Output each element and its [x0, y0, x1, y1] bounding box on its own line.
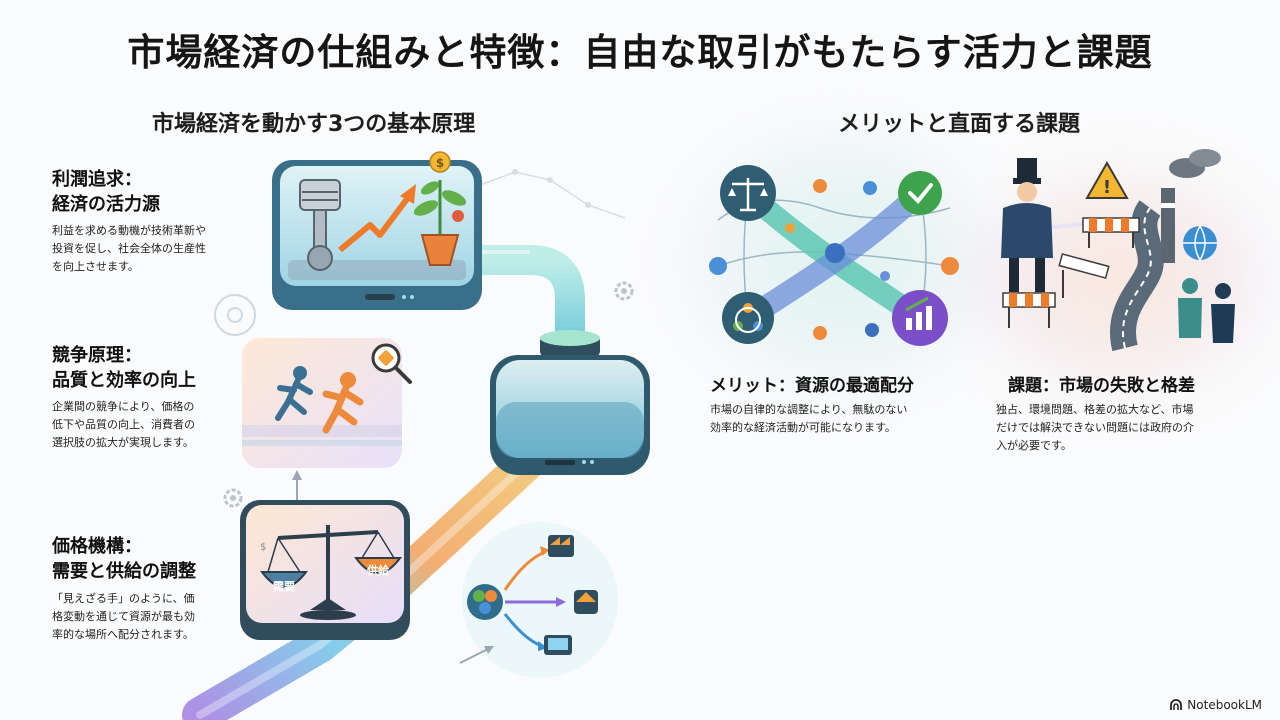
- desc-line: 企業間の競争により、価格の: [52, 400, 195, 413]
- desc-line: 低下や品質の向上、消費者の: [52, 418, 195, 431]
- desc-line: 利益を求める動機が技術革新や: [52, 224, 206, 237]
- footer-brand-text: NotebookLM: [1187, 698, 1262, 712]
- road: [1110, 200, 1164, 352]
- desc-line: 投資を促し、社会全体の生産性: [52, 242, 206, 255]
- piston-icon: [299, 179, 341, 211]
- warning-icon: [1085, 160, 1129, 199]
- gear-icon: [614, 281, 634, 301]
- issue-market-failure-illustration: !: [1001, 149, 1235, 352]
- principle-price-title-line2: 需要と供給の調整: [52, 561, 196, 582]
- check-node-icon: [898, 171, 942, 215]
- issue-title: 課題：市場の失敗と格差: [1008, 376, 1195, 396]
- barrier-icon: [1082, 217, 1140, 248]
- factory-smoke-icon: [1161, 149, 1221, 263]
- principle-profit-title-line1: 利潤追求：: [52, 169, 142, 190]
- scale-label-supply: 供給: [366, 563, 390, 577]
- upper-pipe: [482, 245, 585, 350]
- principle-profit-title: 利潤追求： 経済の活力源: [52, 167, 160, 217]
- principle-price-title: 価格機構： 需要と供給の調整: [52, 534, 196, 584]
- issue-desc: 独占、環境問題、格差の拡大など、市場 だけでは解決できない問題には政府の介 入が…: [996, 401, 1194, 455]
- desc-line: 効率的な経済活動が可能になります。: [710, 421, 896, 434]
- merit-desc: 市場の自律的な調整により、無駄のない 効率的な経済活動が可能になります。: [710, 401, 907, 437]
- principle-competition-title-line1: 競争原理：: [52, 345, 142, 366]
- notebooklm-logo-icon: [1170, 699, 1183, 710]
- barrier-icon: [1002, 292, 1056, 328]
- network-dot: [709, 257, 727, 275]
- svg-text:!: !: [1103, 177, 1111, 198]
- right-section-heading: メリットと直面する課題: [838, 112, 1081, 137]
- scale-label-demand: 需要: [273, 580, 295, 593]
- market-pipeline-illustration: $ 需要 供給 $: [182, 151, 650, 720]
- distribution-circle: [462, 522, 618, 678]
- desc-line: を向上させます。: [52, 260, 139, 273]
- svg-text:$: $: [436, 156, 444, 170]
- desc-line: 入が必要です。: [996, 439, 1072, 452]
- desc-line: 独占、環境問題、格差の拡大など、市場: [996, 403, 1194, 416]
- left-section-heading: 市場経済を動かす3つの基本原理: [152, 112, 476, 137]
- gear-icon: [223, 488, 243, 508]
- page-title: 市場経済の仕組みと特徴：自由な取引がもたらす活力と課題: [127, 31, 1153, 74]
- svg-text:$: $: [260, 542, 266, 553]
- principle-competition-desc: 企業間の競争により、価格の 低下や品質の向上、消費者の 選択肢の拡大が実現します…: [52, 398, 242, 452]
- runner-orange-icon: [322, 372, 364, 434]
- merit-network-illustration: [709, 165, 959, 346]
- people-inequality-icon: [1178, 278, 1235, 343]
- principle-profit-title-line2: 経済の活力源: [52, 194, 160, 215]
- plant-pot-icon: [420, 234, 460, 266]
- principle-profit-desc: 利益を求める動機が技術革新や 投資を促し、社会全体の生産性 を向上させます。: [52, 222, 242, 276]
- money-coin-icon: [429, 151, 451, 173]
- principle-competition-title-line2: 品質と効率の向上: [52, 370, 196, 391]
- people-cycle-node: [722, 292, 774, 344]
- principle-competition-title: 競争原理： 品質と効率の向上: [52, 343, 196, 393]
- principle-price-title-line1: 価格機構：: [52, 536, 142, 557]
- desc-line: 市場の自律的な調整により、無駄のない: [710, 403, 908, 416]
- factory-icon: [548, 535, 574, 557]
- desc-line: 率的な場所へ配分されます。: [52, 628, 194, 641]
- deco-target-icon: [214, 294, 256, 336]
- barrier-icon: [1058, 253, 1110, 298]
- network-dot: [941, 257, 959, 275]
- merit-title: メリット：資源の最適配分: [710, 376, 914, 396]
- principle-price-desc: 「見えざる手」のように、価 格変動を通じて資源が最も効 率的な場所へ配分されます…: [52, 590, 242, 644]
- desc-line: 選択肢の拡大が実現します。: [52, 436, 194, 449]
- runner-blue-icon: [275, 366, 313, 421]
- footer-brand: NotebookLM: [1170, 698, 1262, 712]
- desc-line: 「見えざる手」のように、価: [52, 592, 195, 605]
- desc-line: だけでは解決できない問題には政府の介: [996, 421, 1194, 434]
- desc-line: 格変動を通じて資源が最も効: [52, 610, 195, 623]
- monopolist-icon: [1001, 158, 1053, 292]
- growth-arrow-icon: [338, 193, 413, 253]
